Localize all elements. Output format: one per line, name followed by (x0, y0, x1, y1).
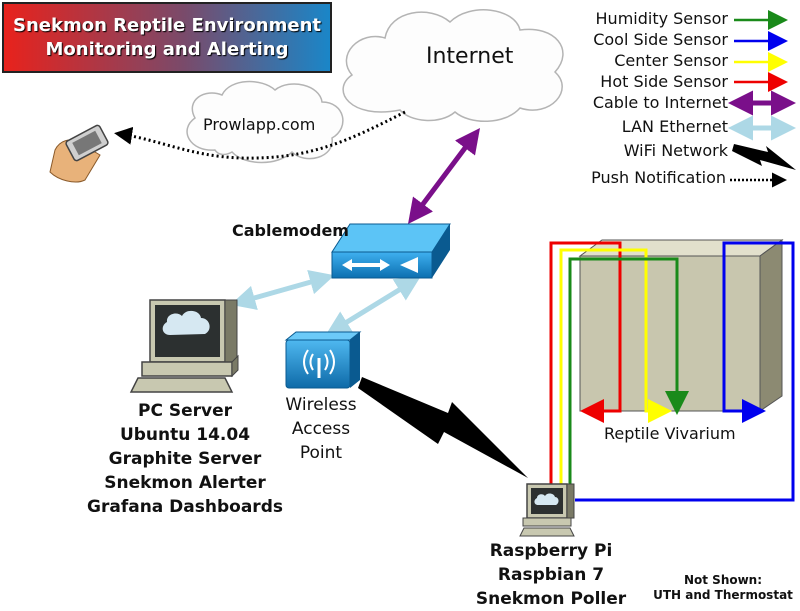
not-shown-note: Not Shown: UTH and Thermostat (642, 573, 800, 603)
wireless-access-point-icon (284, 331, 362, 389)
pc-server-line: Ubuntu 14.04 (119, 425, 251, 445)
wap-line: Access (291, 419, 351, 439)
pc-server-line: Grafana Dashboards (87, 497, 283, 517)
hot-side-sensor-wire (549, 241, 622, 505)
lan-line-pc (230, 270, 335, 310)
legend-label-cable-internet: Cable to Internet (592, 93, 728, 112)
cablemodem-icon (331, 223, 451, 279)
cable-to-internet-line (408, 128, 480, 224)
raspberry-pi-line: Raspberry Pi (489, 541, 613, 561)
legend-label-center: Center Sensor (614, 51, 728, 70)
internet-cloud (342, 9, 564, 123)
note-line-1: Not Shown: (683, 573, 763, 587)
legend-label-hot-side: Hot Side Sensor (600, 72, 728, 91)
prowlapp-label: Prowlapp.com (203, 115, 316, 134)
cool-side-sensor-wire (575, 241, 795, 502)
legend-label-push: Push Notification (591, 168, 726, 187)
wifi-lightning-icon (358, 377, 528, 478)
note-line-2: UTH and Thermostat (653, 588, 793, 602)
legend-arrows (728, 10, 796, 188)
pc-server-label: PC Server Ubuntu 14.04 Graphite Server S… (80, 399, 290, 519)
pc-server-line: Snekmon Alerter (104, 473, 266, 493)
raspberry-pi-line: Snekmon Poller (475, 589, 627, 609)
legend-label-humidity: Humidity Sensor (595, 9, 728, 28)
wap-label: Wireless Access Point (268, 393, 374, 465)
legend-label-cool-side: Cool Side Sensor (593, 30, 728, 49)
legend-label-wifi: WiFi Network (623, 141, 728, 160)
handheld-device-icon (49, 124, 109, 183)
title-line-1: Snekmon Reptile Environment (13, 14, 321, 36)
humidity-sensor-wire (568, 257, 689, 505)
pc-server-icon (129, 299, 239, 393)
internet-label: Internet (426, 44, 514, 69)
wap-line: Point (299, 443, 343, 463)
pc-server-line: PC Server (137, 401, 232, 421)
title-banner: Snekmon Reptile Environment Monitoring a… (2, 2, 332, 73)
prowlapp-cloud (186, 80, 344, 164)
raspberry-pi-label: Raspberry Pi Raspbian 7 Snekmon Poller (466, 539, 636, 611)
wap-line: Wireless (285, 395, 357, 415)
raspberry-pi-line: Raspbian 7 (497, 565, 605, 585)
cablemodem-label: Cablemodem (232, 221, 349, 240)
vivarium-box (578, 239, 784, 412)
center-sensor-wire (559, 248, 672, 505)
legend-label-lan-ethernet: LAN Ethernet (621, 117, 728, 136)
raspberry-pi-icon (519, 483, 575, 537)
lan-line-wap (325, 276, 421, 336)
title-line-2: Monitoring and Alerting (45, 38, 289, 60)
pc-server-line: Graphite Server (108, 449, 262, 469)
vivarium-label: Reptile Vivarium (604, 424, 736, 443)
